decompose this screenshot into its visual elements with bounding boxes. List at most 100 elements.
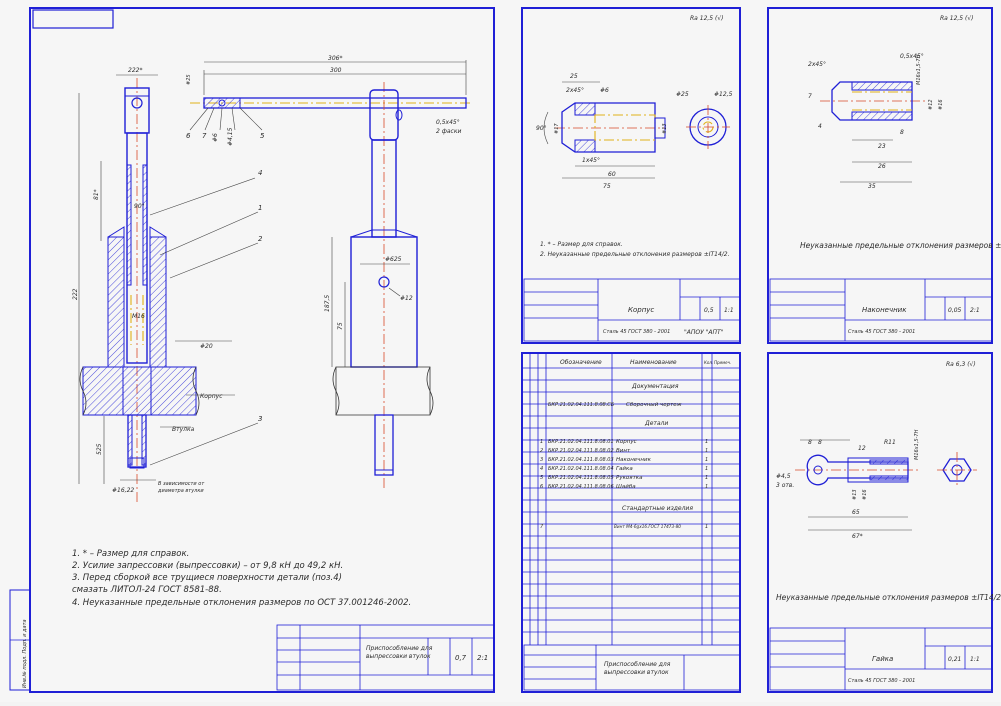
korpus-dim-13: #13 (662, 123, 668, 134)
spec-row-5-code: БКР.21.02.04.111.8.08.05 (548, 475, 614, 481)
spec-row-5-qty: 1 (705, 475, 708, 481)
spec-row-4-pos: 4 (540, 466, 543, 472)
spec-row-7-qty: 1 (705, 524, 708, 530)
nak-dim-7: 7 (808, 93, 812, 100)
assembly-note-4: 4. Неуказанные предельные отклонения раз… (72, 598, 411, 608)
assembly-note-3b: смазать ЛИТОЛ-24 ГОСТ 8581-88. (72, 585, 222, 595)
nak-tb-mass: 0,05 (948, 307, 962, 314)
dim-assembly-75: 75 (337, 322, 344, 330)
corner-box (32, 9, 114, 29)
spec-header-name: Наименование (630, 359, 677, 366)
dim-assembly-625: #625 (385, 256, 402, 263)
spec-header-qty: Кол. (704, 360, 713, 365)
nak-roughness: Ra 12,5 (√) (940, 15, 974, 22)
spec-row-5-pos: 5 (540, 475, 543, 481)
spec-row-3-qty: 1 (705, 457, 708, 463)
gayka-roughness: Ra 6,3 (√) (946, 361, 976, 368)
nak-tb-material: Сталь 45 ГОСТ 380 - 2001 (848, 329, 915, 335)
spec-row-4-name: Гайка (616, 466, 633, 472)
spec-row-2-qty: 1 (705, 448, 708, 454)
nak-dim-4: 4 (818, 123, 822, 130)
label-vtulka: Втулка (172, 426, 195, 433)
nak-dim-12: #12 (928, 99, 934, 110)
assembly-notes: 1. * – Размер для справок. 2. Усилие зап… (72, 549, 411, 608)
korpus-tb-org: "АПОУ "АПТ" (684, 329, 724, 336)
dim-2-fasks: 2 фаски (436, 128, 461, 135)
spec-row-0-code: БКР.21.02.04.111.8.08.СБ (548, 402, 615, 408)
nak-dim-05x45: 0,5x45° (900, 53, 924, 60)
spec-row-7-name: Винт М4-6gx16.ГОСТ 17473-80 (614, 524, 681, 529)
callout-5: 5 (260, 132, 265, 140)
assembly-note-1: 1. * – Размер для справок. (72, 549, 189, 559)
gayka-dim-67: 67* (852, 533, 863, 540)
spec-header-note: Примеч. (714, 360, 731, 365)
spec-row-1-code: БКР.21.02.04.111.8.08.01 (548, 439, 614, 445)
gayka-dim-r11: R11 (884, 439, 896, 446)
dim-assembly-306: 306* (328, 55, 342, 62)
korpus-dim-chamfer: 2x45° (566, 87, 584, 94)
korpus-tb-material: Сталь 45 ГОСТ 380 - 2001 (603, 329, 670, 335)
gayka-dim-8a: 8 (808, 439, 812, 446)
dim-assembly-90: 90° (134, 203, 145, 210)
korpus-tb-mass: 0,5 (704, 307, 714, 314)
spec-row-6-pos: 6 (540, 484, 543, 490)
callout-7: 7 (202, 132, 207, 140)
spec-section-parts: Детали (644, 420, 668, 427)
assembly-tb-name2: выпрессовки втулок (366, 653, 431, 660)
callout-6: 6 (186, 132, 191, 140)
dim-assembly-1622: #16,22 (112, 487, 134, 494)
gayka-dim-45: #4,5 (776, 473, 791, 480)
callout-d6: #6 (212, 133, 219, 142)
nak-dim-m16: M16x1,5-7H (916, 54, 922, 85)
assembly-left-view: 222* 222 81* 90° M16 #20 525 #16,22 4 1 … (72, 67, 263, 505)
callout-d415: #4,15 (227, 127, 234, 146)
assembly-right-view: 306* 300 0,5x45° 2 фаски 6 7 #6 #4,15 5 … (186, 55, 470, 490)
spec-tb-name2: выпрессовки втулок (604, 669, 669, 676)
nak-dim-35: 35 (868, 183, 876, 190)
dim-assembly-222-vertical: 222 (72, 288, 79, 300)
korpus-dim-90: 90° (536, 125, 547, 132)
assembly-title-block: Приспособление для выпрессовки втулок 0,… (276, 624, 495, 691)
korpus-dim-25b: #25 (676, 91, 689, 98)
spec-section-standard: Стандартные изделия (622, 505, 693, 512)
spec-row-7-pos: 7 (540, 524, 544, 530)
gayka-dim-3holes: 3 отв. (776, 482, 794, 489)
spec-row-3-code: БКР.21.02.04.111.8.08.03 (548, 457, 614, 463)
nak-dim-16: #16 (938, 99, 944, 110)
nak-dim-23: 23 (878, 143, 886, 150)
nak-dim-8: 8 (900, 129, 904, 136)
korpus-dim-25: 25 (570, 73, 578, 80)
gayka-dim-16: #16 (862, 489, 868, 500)
spec-row-2-code: БКР.21.02.04.111.8.08.02 (548, 448, 614, 454)
assembly-note-2: 2. Усилие запрессовки (выпрессовки) – от… (72, 561, 343, 571)
assembly-frame (29, 7, 495, 693)
label-depend2: диаметра втулки (157, 488, 204, 494)
dim-assembly-m16: M16 (132, 313, 145, 320)
gayka-tb-mass: 0,21 (948, 656, 961, 663)
callout-2: 2 (258, 235, 263, 243)
dim-assembly-81: 81* (93, 189, 100, 200)
assembly-tb-name1: Приспособление для (366, 645, 433, 652)
gayka-note: Неуказанные предельные отклонения размер… (776, 593, 1001, 602)
spec-row-3-name: Наконечник (616, 457, 652, 463)
side-stamp-text: Инв.№ подл. Подп. и дата (22, 619, 28, 688)
spec-row-5-name: Рукоятка (616, 475, 643, 481)
assembly-tb-mass: 0,7 (455, 654, 467, 662)
sheet-korpus: Ra 12,5 (√) 25 2x45° #6 #25 #12,5 90° #1… (521, 7, 741, 344)
korpus-dim-17: #17 (554, 123, 560, 134)
spec-row-6-code: БКР.21.02.04.111.8.08.06 (548, 484, 614, 490)
spec-row-3-pos: 3 (540, 457, 543, 463)
dim-assembly-222: 222* (128, 67, 142, 74)
sheet-nakonechnik: Ra 12,5 (√) 2x45° 0,5x45° M16x1,5-7H #12… (767, 7, 1001, 344)
spec-row-1-pos: 1 (540, 439, 543, 445)
spec-tb-name1: Приспособление для (604, 661, 671, 668)
korpus-note-1: 1. * – Размер для справок. (540, 241, 623, 248)
dim-chamfer: 0,5x45° (436, 119, 460, 126)
spec-header-code: Обозначение (560, 359, 602, 366)
spec-row-4-code: БКР.21.02.04.111.8.08.04 (548, 466, 614, 472)
gayka-dim-13: #13 (852, 489, 858, 500)
spec-section-docs: Документация (631, 383, 679, 390)
gayka-tb-material: Сталь 45 ГОСТ 380 - 2001 (848, 678, 915, 684)
gayka-tb-name: Гайка (872, 655, 893, 663)
